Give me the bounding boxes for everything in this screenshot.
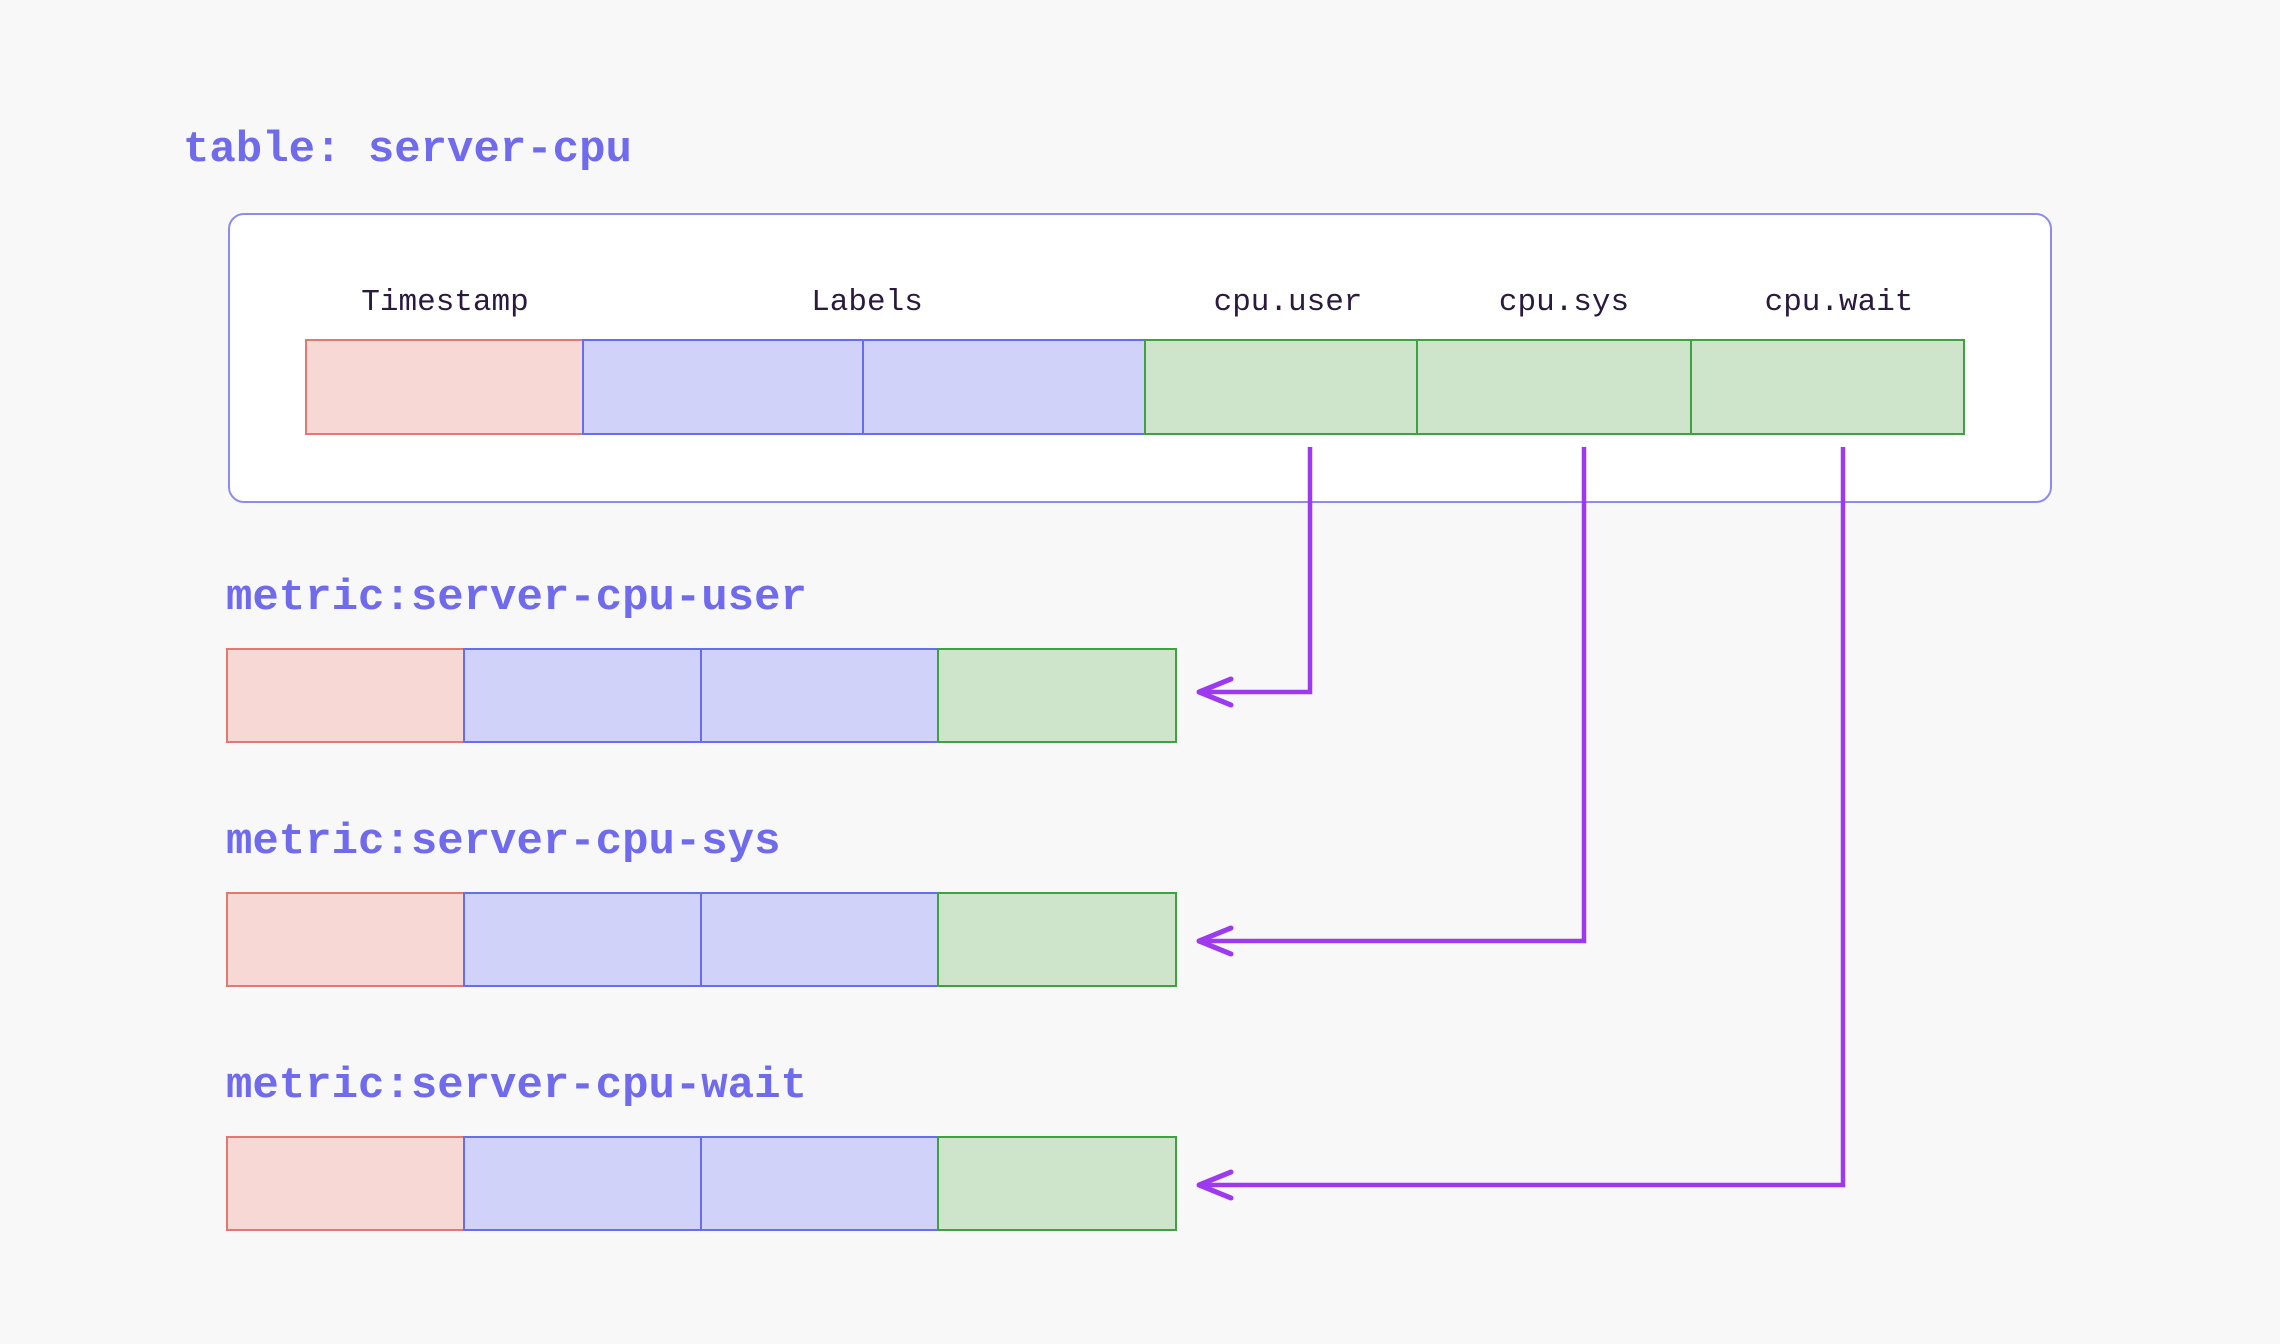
metric-cell-label-2 bbox=[700, 648, 940, 743]
arrow-left-head bbox=[1196, 1169, 1234, 1201]
metric-title-server-cpu-user: metric:server-cpu-user bbox=[226, 573, 807, 623]
table-cell-timestamp bbox=[305, 339, 584, 435]
metric-cell-timestamp bbox=[226, 1136, 466, 1231]
table-cell-value-cpu-sys bbox=[1416, 339, 1692, 435]
arrow-left-head bbox=[1196, 925, 1234, 957]
metric-row-server-cpu-wait bbox=[226, 1136, 1177, 1231]
metric-cell-value bbox=[937, 1136, 1177, 1231]
table-cell-label-1 bbox=[581, 339, 865, 435]
metric-cell-label-1 bbox=[463, 648, 703, 743]
metric-row-server-cpu-user bbox=[226, 648, 1177, 743]
metric-cell-label-1 bbox=[463, 892, 703, 987]
table-cell-label-2 bbox=[862, 339, 1146, 435]
column-header-labels: Labels bbox=[811, 285, 923, 320]
arrow-left-head bbox=[1196, 676, 1234, 708]
table-container: Timestamp Labels cpu.user cpu.sys cpu.wa… bbox=[228, 213, 2052, 503]
column-header-timestamp: Timestamp bbox=[361, 285, 529, 320]
metric-row-server-cpu-sys bbox=[226, 892, 1177, 987]
column-header-cpu-user: cpu.user bbox=[1213, 285, 1363, 320]
table-cell-value-cpu-user bbox=[1143, 339, 1419, 435]
table-title: table: server-cpu bbox=[183, 125, 632, 175]
metric-cell-label-1 bbox=[463, 1136, 703, 1231]
column-header-cpu-sys: cpu.sys bbox=[1498, 285, 1630, 320]
metric-cell-timestamp bbox=[226, 892, 466, 987]
metric-cell-timestamp bbox=[226, 648, 466, 743]
table-row bbox=[305, 339, 1977, 435]
metric-title-server-cpu-wait: metric:server-cpu-wait bbox=[226, 1061, 807, 1111]
column-header-cpu-wait: cpu.wait bbox=[1764, 285, 1914, 320]
metric-cell-label-2 bbox=[700, 892, 940, 987]
arrow-cpu-sys-to-metric bbox=[1196, 447, 1587, 957]
metric-cell-value bbox=[937, 648, 1177, 743]
metric-title-server-cpu-sys: metric:server-cpu-sys bbox=[226, 817, 781, 867]
arrow-cpu-wait-to-metric bbox=[1196, 447, 1846, 1201]
metric-cell-value bbox=[937, 892, 1177, 987]
metric-cell-label-2 bbox=[700, 1136, 940, 1231]
table-cell-value-cpu-wait bbox=[1689, 339, 1965, 435]
